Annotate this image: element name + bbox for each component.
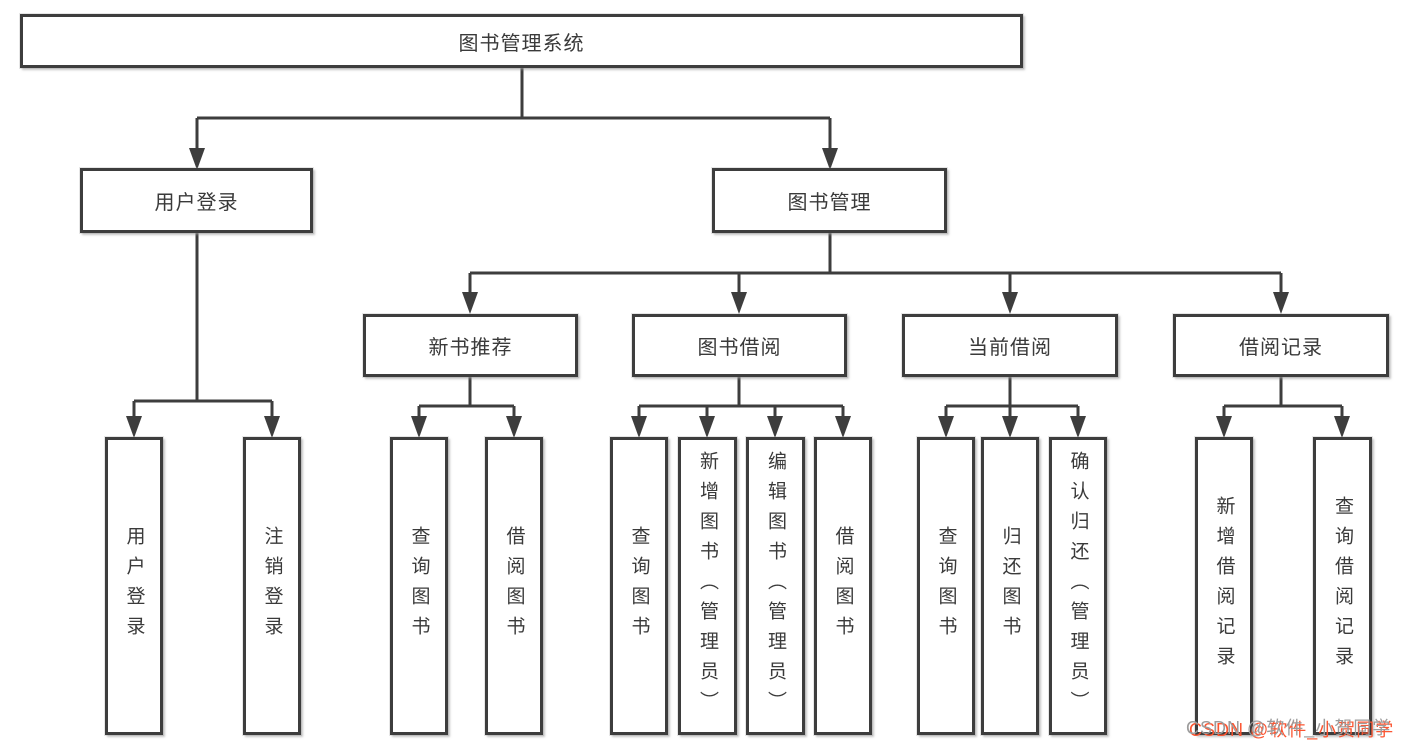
node-label: 新书推荐	[428, 337, 513, 359]
node-leaf-confirm-return-admin: 确认归还（管理员）	[1049, 437, 1107, 735]
node-borrowing-records: 借阅记录	[1173, 314, 1389, 377]
node-leaf-return-books: 归还图书	[981, 437, 1039, 735]
node-label: 新增借阅记录	[1213, 496, 1235, 676]
node-label: 当前借阅	[968, 337, 1052, 359]
node-label: 查询图书	[628, 526, 650, 646]
node-label: 借阅记录	[1239, 337, 1323, 359]
node-current-borrowing: 当前借阅	[902, 314, 1118, 377]
node-leaf-query-books-1: 查询图书	[390, 437, 448, 735]
node-label: 查询借阅记录	[1332, 496, 1353, 676]
node-leaf-add-borrow-record: 新增借阅记录	[1195, 437, 1253, 735]
csdn-watermark: CSDN @软件_小贺同学	[1186, 718, 1392, 738]
node-label: 图书借阅	[697, 337, 782, 359]
node-leaf-user-login: 用户登录	[105, 437, 163, 735]
node-leaf-query-books-3: 查询图书	[917, 437, 975, 735]
node-leaf-add-books-admin: 新增图书（管理员）	[678, 437, 737, 735]
node-label: 借阅图书	[503, 526, 525, 646]
node-label: 图书管理系统	[458, 32, 585, 55]
node-label: 编辑图书（管理员）	[765, 451, 786, 721]
node-leaf-edit-books-admin: 编辑图书（管理员）	[746, 437, 805, 735]
node-book-borrowing: 图书借阅	[632, 314, 847, 377]
node-leaf-logout: 注销登录	[243, 437, 301, 735]
node-label: 查询图书	[935, 526, 957, 646]
node-label: 查询图书	[408, 526, 430, 646]
node-user-login-branch: 用户登录	[80, 168, 313, 233]
node-book-management-branch: 图书管理	[712, 168, 947, 233]
node-label: 归还图书	[999, 526, 1021, 646]
node-label: 确认归还（管理员）	[1067, 451, 1089, 721]
node-new-book-recommendation: 新书推荐	[363, 314, 578, 377]
node-label: 用户登录	[154, 192, 239, 214]
node-label: 图书管理	[787, 192, 872, 214]
node-label: 借阅图书	[832, 526, 854, 646]
node-leaf-borrow-books-2: 借阅图书	[814, 437, 872, 735]
node-label: 用户登录	[123, 526, 145, 646]
node-leaf-query-books-2: 查询图书	[610, 437, 668, 735]
node-label: 注销登录	[261, 526, 283, 646]
node-label: 新增图书（管理员）	[697, 451, 718, 721]
node-leaf-query-borrow-record: 查询借阅记录	[1313, 437, 1372, 735]
node-system-root: 图书管理系统	[20, 14, 1023, 68]
node-leaf-borrow-books-1: 借阅图书	[485, 437, 543, 735]
